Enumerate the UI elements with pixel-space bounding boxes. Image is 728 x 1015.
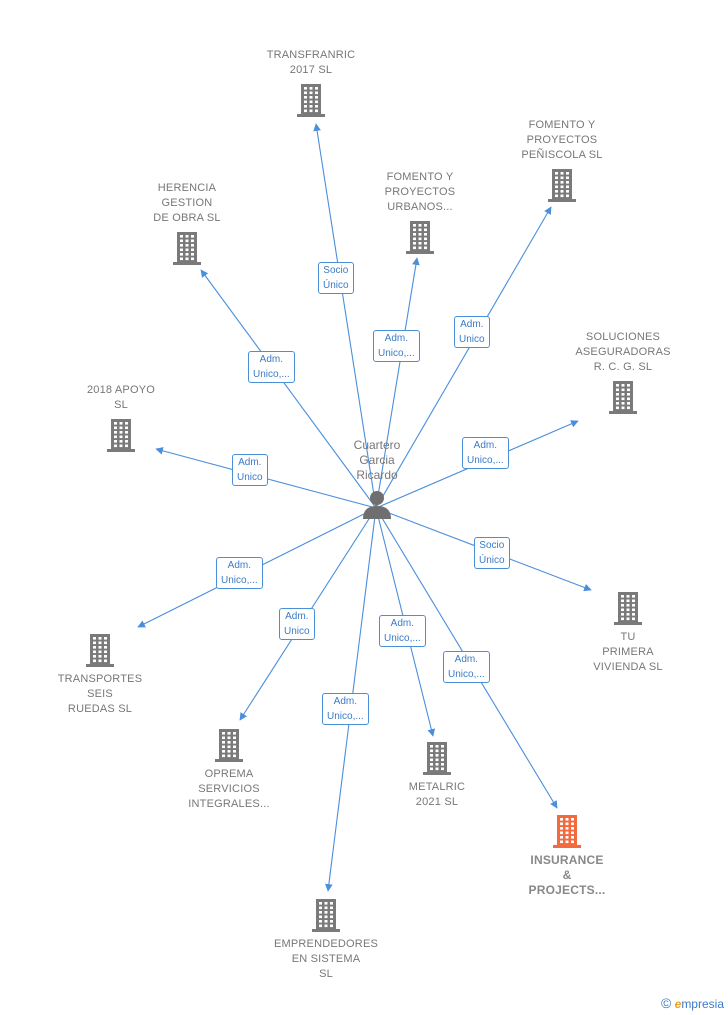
brand-initial: e bbox=[674, 997, 682, 1011]
edge-herencia bbox=[200, 269, 377, 509]
copyright-icon: © bbox=[660, 995, 672, 1011]
building-icon-highlight bbox=[553, 815, 581, 848]
company-node-insurance[interactable]: INSURANCE&PROJECTS... bbox=[502, 814, 632, 898]
edge-label-herencia[interactable]: Adm.Unico,... bbox=[248, 351, 295, 383]
building-icon bbox=[548, 169, 576, 202]
edge-fomento-peniscola bbox=[375, 206, 552, 509]
building-icon bbox=[423, 742, 451, 775]
edge-label-insurance[interactable]: Adm.Unico,... bbox=[443, 651, 490, 683]
building-icon bbox=[215, 729, 243, 762]
building-icon bbox=[107, 419, 135, 452]
edge-label-transportes[interactable]: Adm.Unico,... bbox=[216, 557, 263, 589]
center-person[interactable]: Cuartero Garcia Ricardo bbox=[327, 438, 427, 526]
edge-fomento-urbanos bbox=[375, 257, 420, 509]
edge-label-fomento-urbanos[interactable]: Adm.Unico,... bbox=[373, 330, 420, 362]
company-name: INSURANCE&PROJECTS... bbox=[528, 853, 606, 897]
brand-name: mpresia bbox=[681, 997, 724, 1011]
center-person-name: Cuartero Garcia Ricardo bbox=[353, 438, 401, 482]
building-icon bbox=[609, 381, 637, 414]
edge-label-apoyo[interactable]: Adm.Unico bbox=[232, 454, 268, 486]
brand-footer[interactable]: © empresia bbox=[661, 995, 724, 1011]
edge-transfranric bbox=[313, 123, 377, 509]
building-icon bbox=[173, 232, 201, 265]
edge-label-metalric[interactable]: Adm.Unico,... bbox=[379, 615, 426, 647]
edge-label-soluciones[interactable]: Adm.Unico,... bbox=[462, 437, 509, 469]
edge-label-fomento-peniscola[interactable]: Adm.Unico bbox=[454, 316, 490, 348]
person-icon bbox=[363, 491, 391, 519]
building-icon bbox=[312, 899, 340, 932]
edge-label-oprema[interactable]: Adm.Unico bbox=[279, 608, 315, 640]
edge-label-emprendedores[interactable]: Adm.Unico,... bbox=[322, 693, 369, 725]
building-icon bbox=[297, 84, 325, 117]
building-icon bbox=[86, 634, 114, 667]
building-icon bbox=[406, 221, 434, 254]
building-icon bbox=[614, 592, 642, 625]
